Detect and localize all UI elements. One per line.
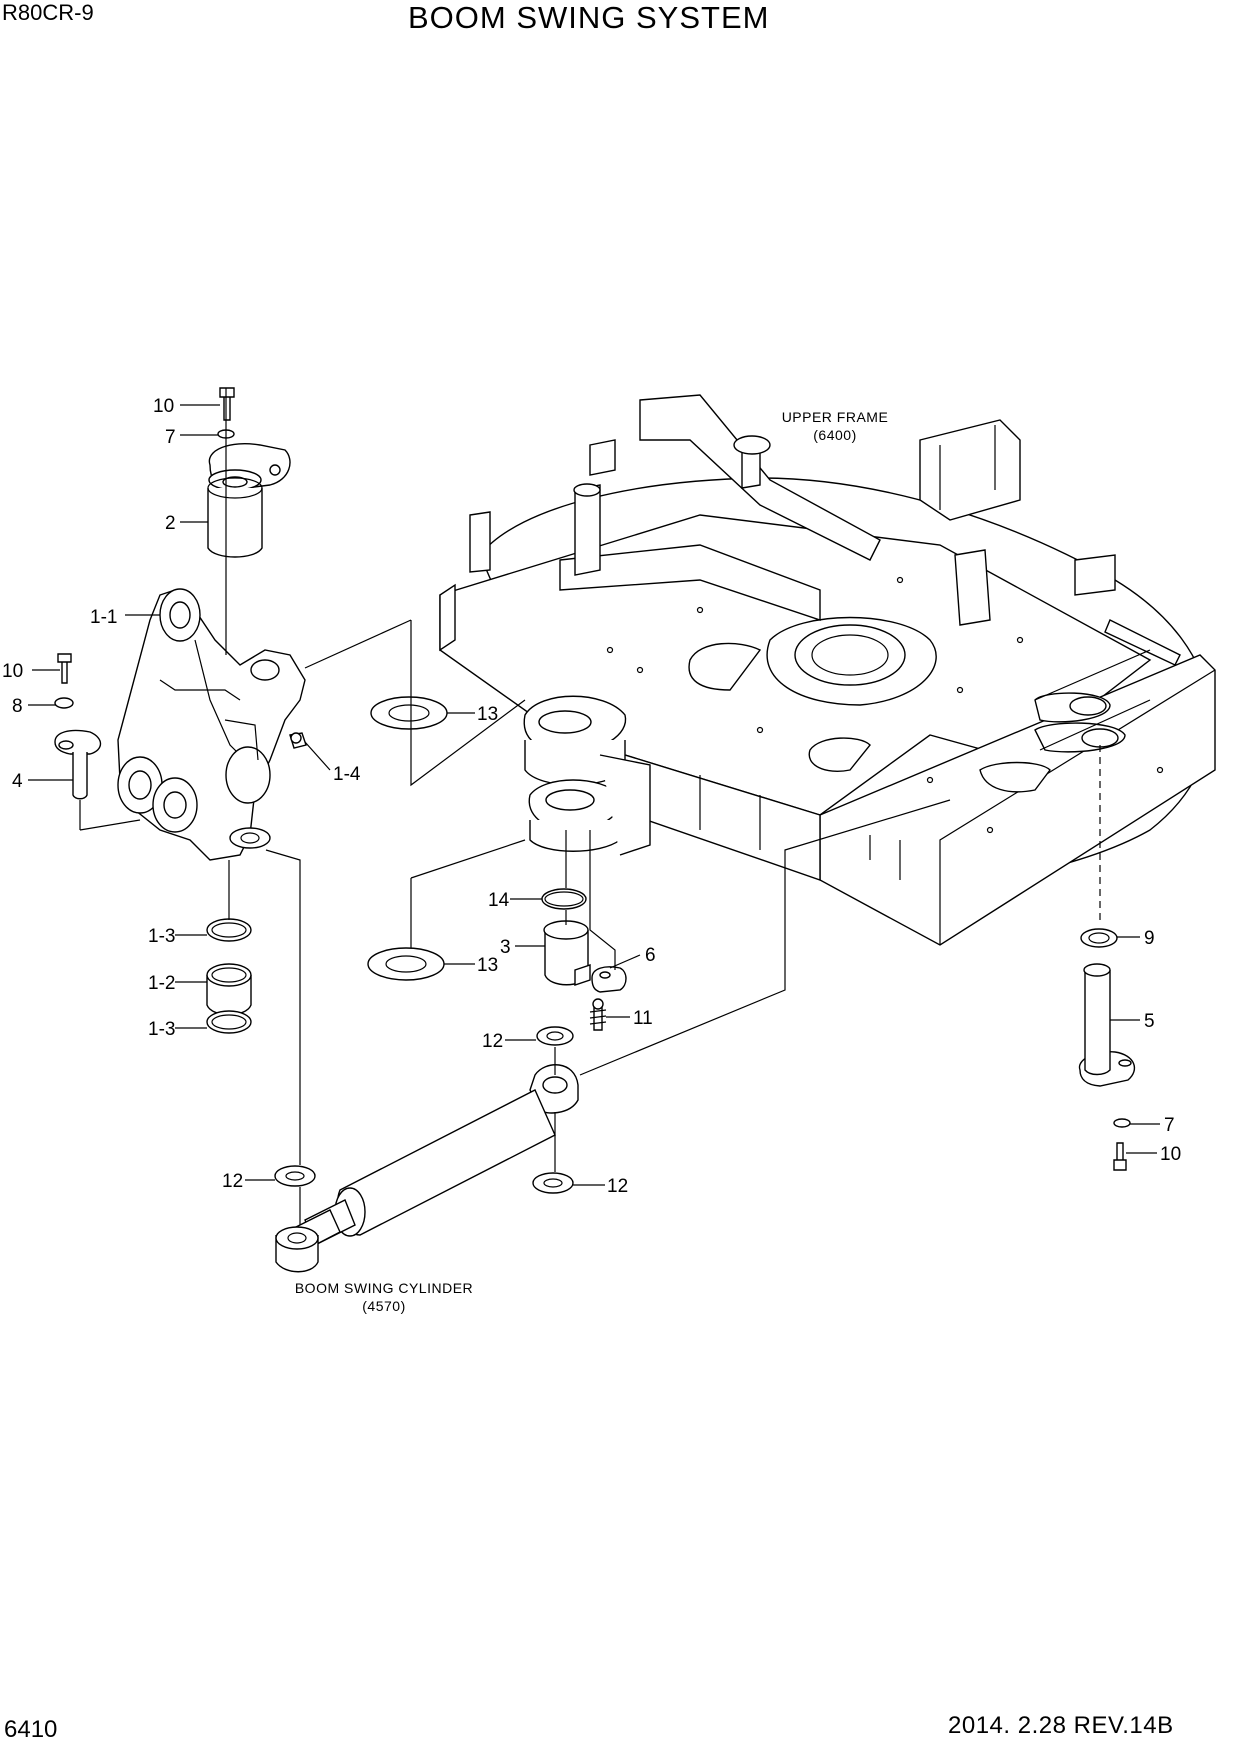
pin-3-assembly — [541, 830, 627, 1031]
callout-10: 10 — [2, 661, 23, 682]
callout-11: 11 — [633, 1008, 653, 1029]
callout-10: 10 — [1160, 1144, 1181, 1165]
boom-swing-bracket — [117, 588, 306, 861]
callout-4: 4 — [12, 771, 23, 792]
upper-frame — [439, 394, 1216, 946]
model-code: R80CR-9 — [2, 0, 94, 25]
callout-1-1: 1-1 — [90, 607, 117, 628]
page-number: 6410 — [4, 1716, 58, 1743]
callout-1-2: 1-2 — [148, 973, 175, 994]
note-upper-frame-line1: UPPER FRAME — [782, 409, 889, 425]
note-upper-frame-line2: (6400) — [813, 427, 856, 443]
callout-13: 13 — [477, 955, 498, 976]
callout-12: 12 — [222, 1171, 243, 1192]
callout-1-3: 1-3 — [148, 1019, 175, 1040]
thrust-washers — [304, 619, 526, 981]
revision-date: 2014. 2.28 REV.14B — [948, 1712, 1174, 1739]
callout-1-3: 1-3 — [148, 926, 175, 947]
callout-12: 12 — [607, 1176, 628, 1197]
callout-1-4: 1-4 — [333, 764, 361, 785]
callout-7: 7 — [1164, 1115, 1175, 1136]
callout-leaders — [28, 404, 1160, 1186]
callout-9: 9 — [1144, 928, 1155, 949]
pin-2-assembly — [207, 387, 291, 655]
callout-2: 2 — [165, 513, 176, 534]
bushing-set — [206, 860, 252, 1034]
callout-7: 7 — [165, 427, 176, 448]
page-title: BOOM SWING SYSTEM — [408, 0, 770, 35]
boom-swing-cylinder — [265, 799, 951, 1273]
callout-3: 3 — [500, 937, 511, 958]
pin-5-assembly — [1078, 745, 1136, 1171]
pin-4-assembly — [54, 653, 141, 831]
callout-labels: 10 7 2 1-1 10 8 4 1-4 13 14 3 13 6 11 1-… — [2, 396, 1181, 1197]
callout-12: 12 — [482, 1031, 503, 1052]
callout-14: 14 — [488, 890, 510, 911]
note-cylinder-line2: (4570) — [362, 1298, 405, 1314]
reference-notes: UPPER FRAME (6400) BOOM SWING CYLINDER (… — [295, 409, 888, 1314]
callout-6: 6 — [645, 945, 656, 966]
callout-10: 10 — [153, 396, 174, 417]
callout-8: 8 — [12, 696, 23, 717]
callout-13: 13 — [477, 704, 498, 725]
callout-5: 5 — [1144, 1011, 1155, 1032]
grease-fitting — [289, 732, 307, 749]
note-cylinder-line1: BOOM SWING CYLINDER — [295, 1280, 473, 1296]
